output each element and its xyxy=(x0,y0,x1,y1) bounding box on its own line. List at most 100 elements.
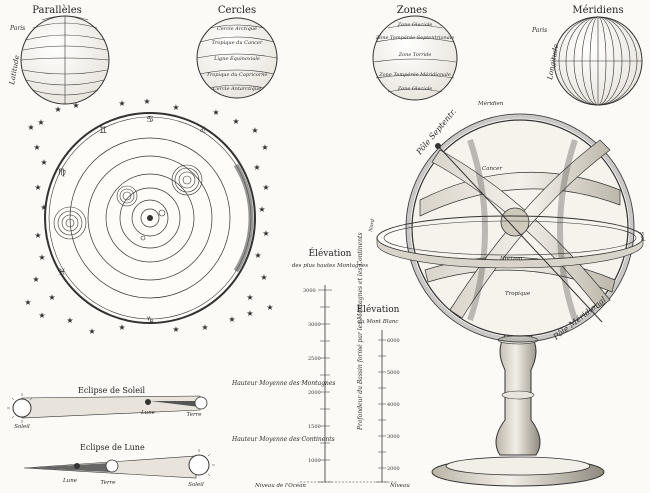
zones-label-3: Zone Torride xyxy=(398,52,432,58)
zones-label-4: Zone Tempérée Méridionale xyxy=(378,71,451,78)
eclipse-lune-body-1: Lune xyxy=(62,478,78,484)
svg-text:★: ★ xyxy=(246,293,253,302)
armillary-label-tropique: Tropique xyxy=(505,291,531,297)
zones-label-5: Zone Glaciale xyxy=(397,86,433,92)
eclipse-soleil-body-2: Lune xyxy=(140,410,156,416)
elevation-note-vertical: Profondeur du Bassin formé par les Monta… xyxy=(357,232,364,431)
svg-text:★: ★ xyxy=(260,273,267,282)
armillary-label-nord: Nord xyxy=(368,219,376,234)
elevation-sub-2: du Mont Blanc xyxy=(358,319,399,325)
eclipse-lune: Eclipse de Lune Lune Terre Soleil xyxy=(23,443,215,488)
elev2-tick-5: 2000 xyxy=(387,466,400,472)
svg-text:★: ★ xyxy=(251,126,258,135)
svg-text:★: ★ xyxy=(40,158,47,167)
svg-text:♊: ♊ xyxy=(99,126,107,136)
svg-text:♌: ♌ xyxy=(199,126,207,136)
elevation-note-mid: Hauteur Moyenne des Montagnes xyxy=(231,380,335,387)
elevation-base-label: Niveau de l'Océan xyxy=(254,482,306,489)
elev2-tick-3: 4000 xyxy=(387,402,400,408)
elevation-title-1: Élévation xyxy=(309,247,352,259)
eclipse-lune-title: Eclipse de Lune xyxy=(80,443,145,452)
globe-paralleles-title: Parallèles xyxy=(32,5,82,16)
svg-text:★: ★ xyxy=(118,99,125,108)
svg-text:★: ★ xyxy=(172,325,179,334)
svg-text:★: ★ xyxy=(24,298,31,307)
cercles-label-5: Cercle Antarctique xyxy=(213,86,261,92)
svg-text:♍: ♍ xyxy=(58,168,66,178)
elevation-base-label-2: Niveau xyxy=(389,483,410,489)
cercles-label-2: Tropique du Cancer xyxy=(212,40,263,46)
globe-meridiens: Méridiens Paris Longitude xyxy=(531,5,643,106)
armillary-label-sud: Sud xyxy=(638,231,646,242)
elevation-note-low: Hauteur Moyenne des Continents xyxy=(231,436,335,443)
globe-meridiens-title: Méridiens xyxy=(572,5,623,16)
globe-cercles: Cercles Cercle Arctique Tropique du Canc… xyxy=(196,5,278,99)
svg-text:★: ★ xyxy=(54,105,61,114)
elev-tick-4: 1500 xyxy=(308,424,321,430)
cercles-label-4: Tropique du Capricorne xyxy=(207,72,268,78)
svg-text:★: ★ xyxy=(66,316,73,325)
elev-tick-top: 3000 xyxy=(303,288,316,294)
elev-tick-1: 3000 xyxy=(308,322,321,328)
svg-text:★: ★ xyxy=(72,101,79,110)
paralleles-latitude-label: Latitude xyxy=(8,55,21,87)
elevation-title-2: Élévation xyxy=(357,303,400,315)
meridiens-paris-label: Paris xyxy=(531,27,547,34)
svg-text:★: ★ xyxy=(201,323,208,332)
eclipse-soleil-title: Eclipse de Soleil xyxy=(78,386,145,395)
svg-text:★: ★ xyxy=(261,143,268,152)
armillary-label-cancer: Cancer xyxy=(482,166,502,172)
cercles-label-3: Ligne Équinoxiale xyxy=(213,54,260,62)
svg-text:★: ★ xyxy=(258,205,265,214)
elev-tick-3: 2000 xyxy=(308,390,321,396)
svg-text:★: ★ xyxy=(212,108,219,117)
svg-text:★: ★ xyxy=(34,183,41,192)
svg-text:★: ★ xyxy=(262,229,269,238)
cercles-label-1: Cercle Arctique xyxy=(217,26,257,32)
globe-paralleles: Parallèles Paris Latitude xyxy=(8,5,110,105)
elevation-diagram: Élévation des plus hautes Montagnes Élév… xyxy=(231,232,410,489)
armillary-sphere: Pôle Septentr. Pôle Méridional Méridien … xyxy=(368,100,646,487)
svg-text:★: ★ xyxy=(143,97,150,106)
elev2-tick-4: 3000 xyxy=(387,434,400,440)
svg-text:★: ★ xyxy=(232,117,239,126)
svg-text:★: ★ xyxy=(40,203,47,212)
eclipse-soleil-body-1: Soleil xyxy=(14,424,30,430)
svg-text:★: ★ xyxy=(37,118,44,127)
svg-text:★: ★ xyxy=(172,103,179,112)
svg-text:★: ★ xyxy=(253,163,260,172)
svg-text:★: ★ xyxy=(48,293,55,302)
elevation-sub-1: des plus hautes Montagnes xyxy=(292,263,368,269)
armillary-label-horizon: Horizon xyxy=(499,256,523,262)
paralleles-paris-label: Paris xyxy=(9,25,25,32)
solar-system-diagram: ♋♊♌ ♍♓♑ ★★★★ ★★★★ ★★★★ ★★★★ ★★★★ ★★★★ ★★… xyxy=(24,97,273,336)
svg-text:★: ★ xyxy=(228,315,235,324)
svg-text:♋: ♋ xyxy=(146,115,154,125)
svg-text:★: ★ xyxy=(34,231,41,240)
eclipse-soleil: Eclipse de Soleil Soleil Lune Terre xyxy=(7,386,208,430)
zones-label-2: Zone Tempérée Septentrionale xyxy=(375,34,455,41)
eclipse-lune-body-3: Soleil xyxy=(188,482,204,488)
svg-text:★: ★ xyxy=(88,327,95,336)
elev2-tick-2: 5000 xyxy=(387,370,400,376)
eclipse-lune-body-2: Terre xyxy=(100,480,116,486)
globe-zones-title: Zones xyxy=(397,5,427,16)
eclipse-soleil-body-3: Terre xyxy=(186,412,202,418)
svg-text:★: ★ xyxy=(27,123,34,132)
elev-tick-2: 2500 xyxy=(308,356,321,362)
svg-text:★: ★ xyxy=(38,253,45,262)
svg-text:★: ★ xyxy=(254,251,261,260)
svg-text:★: ★ xyxy=(262,183,269,192)
zones-label-1: Zone Glaciale xyxy=(397,22,433,28)
armillary-label-meridien: Méridien xyxy=(477,100,504,107)
svg-text:★: ★ xyxy=(32,275,39,284)
svg-text:★: ★ xyxy=(266,303,273,312)
svg-text:♑: ♑ xyxy=(146,316,154,326)
globe-zones: Zones Zone Glaciale Zone Tempérée Septen… xyxy=(372,5,458,101)
globe-cercles-title: Cercles xyxy=(218,5,256,16)
svg-text:★: ★ xyxy=(33,143,40,152)
svg-text:★: ★ xyxy=(246,309,253,318)
elev2-tick-1: 6000 xyxy=(387,338,400,344)
